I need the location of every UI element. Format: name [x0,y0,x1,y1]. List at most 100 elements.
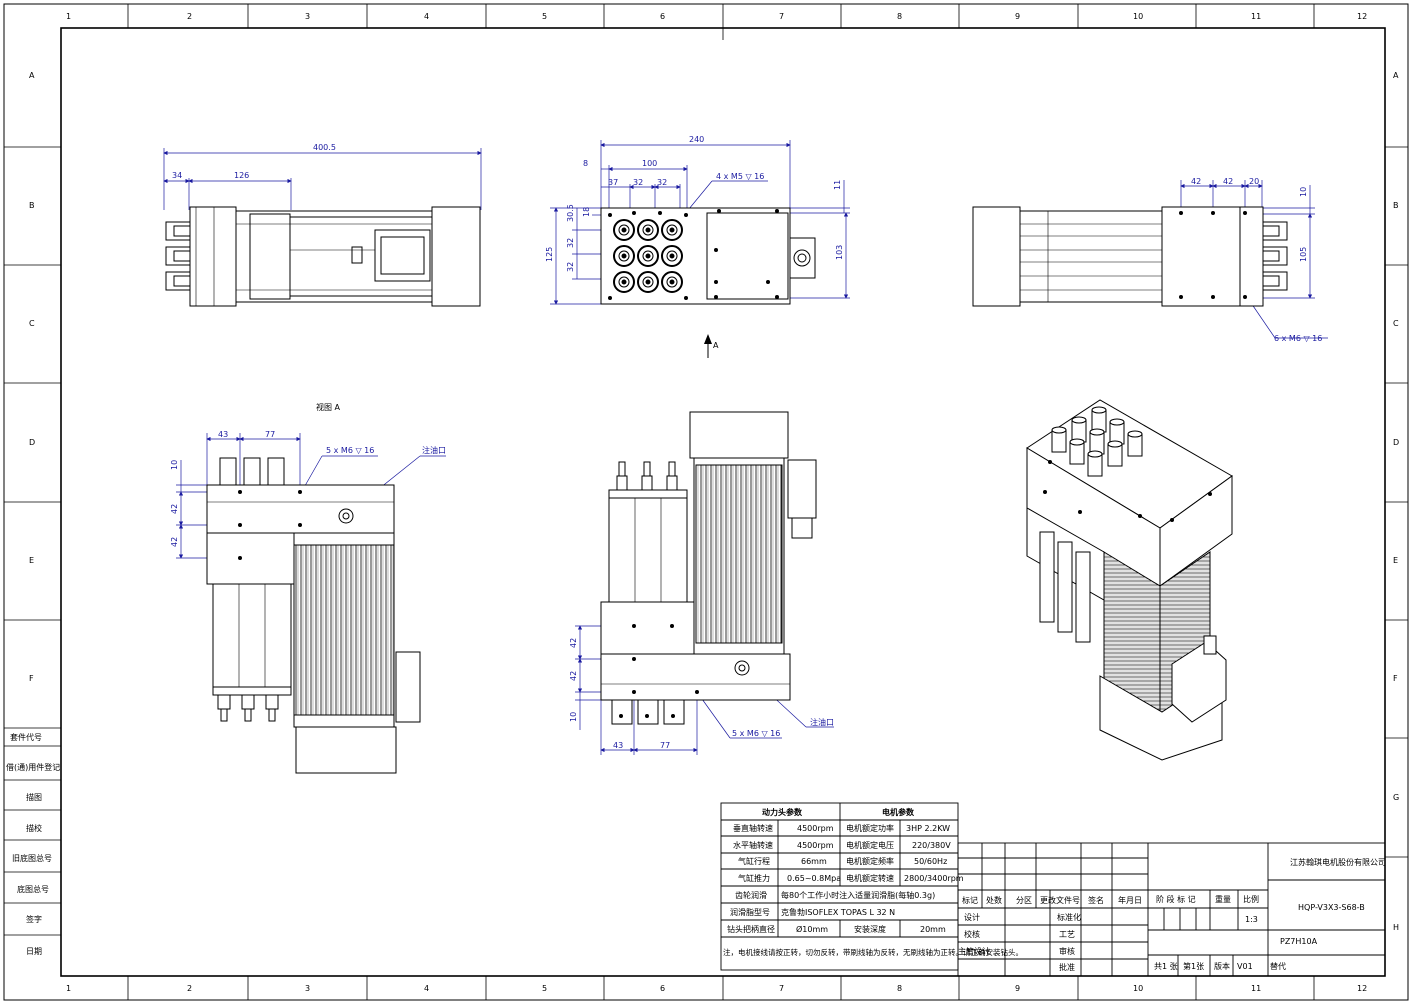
param-cell: 50/60Hz [914,857,947,866]
dim-240: 240 [689,135,704,144]
side-label-date: 日期 [26,947,42,956]
role-review: 审核 [1059,946,1075,956]
dim-400-5: 400.5 [313,143,336,152]
dim-43: 43 [218,430,228,439]
param-cell: 3HP 2.2KW [906,824,950,833]
param-cell: 电机额定转速 [846,873,894,883]
zone-col-7-top: 7 [779,12,784,21]
rev-header: 签名 [1088,895,1104,905]
hole-callout-m6-b: 5 x M6 ▽ 16 [732,729,780,738]
dim-18: 18 [582,207,591,217]
param-cell: 水平轴转速 [733,840,773,850]
param-rows: 垂直轴转速 4500rpm 电机额定功率 3HP 2.2KW 水平轴转速 450… [733,823,964,883]
oil-port-label-b: 注油口 [810,717,834,727]
hole-callout-m5: 4 x M5 ▽ 16 [716,172,764,181]
zone-row-f-left: F [29,674,34,683]
role-check: 校核 [964,929,980,939]
stage-label: 阶 段 标 记 [1156,894,1196,904]
side-label-borrowed: 借(通)用件登记 [6,762,60,772]
zone-col-12-bottom: 12 [1357,984,1367,993]
zone-col-11-top: 11 [1251,12,1261,21]
param-cell: 4500rpm [797,824,834,833]
zone-col-7-bottom: 7 [779,984,784,993]
view-top-center: 240 8 100 37 32 32 4 x M5 ▽ 16 11 30.5 1… [545,135,850,358]
param-cell: 2800/3400rpm [904,874,964,883]
zone-col-11-bottom: 11 [1251,984,1261,993]
zone-col-5-top: 5 [542,12,547,21]
zone-row-a-left: A [29,71,35,80]
param-cell: 气缸行程 [738,856,770,866]
zone-row-e-right: E [1393,556,1398,565]
rev-header: 处数 [986,895,1002,905]
dim-42-d: 42 [170,537,179,547]
param-cell: 垂直轴转速 [733,823,773,833]
param-depth-value: 20mm [920,925,946,934]
zone-col-2-bottom: 2 [187,984,192,993]
dim-34: 34 [172,171,182,180]
param-lube-value: 每80个工作小时注入适量润滑脂(每轴0.3g) [781,890,935,900]
zone-col-6-bottom: 6 [660,984,665,993]
param-motor-title: 电机参数 [882,807,915,817]
replace-label: 替代 [1270,961,1286,971]
view-a-title: 视图 A [316,402,341,412]
dim-43-b: 43 [613,741,623,750]
company-name: 江苏翰琪电机股份有限公司 [1290,857,1386,867]
dim-37: 37 [608,178,618,187]
zone-row-g-right: G [1393,793,1399,802]
dim-10-a: 10 [170,460,179,470]
param-cell: 66mm [801,857,827,866]
drawing-number: HQP-V3X3-S68-B [1298,903,1365,912]
zone-col-10-top: 10 [1133,12,1143,21]
title-block: 江苏翰琪电机股份有限公司 标记 处数 分区 更改文件号 签名 年月日 设计 校核… [957,842,1386,977]
zone-row-e-left: E [29,556,34,565]
param-chuck-value: Ø10mm [796,924,828,934]
view-right-side: 42 42 20 10 105 6 x M6 ▽ 16 [972,177,1328,343]
zone-row-b-left: B [29,201,35,210]
role-process: 工艺 [1059,930,1075,939]
zone-col-8-bottom: 8 [897,984,902,993]
dim-103: 103 [835,245,844,260]
dim-32-c: 32 [566,238,575,248]
role-approve: 批准 [1059,962,1075,972]
param-cell: 0.65~0.8Mpa [787,874,841,883]
dim-100: 100 [642,159,657,168]
zone-col-4-bottom: 4 [424,984,429,993]
rev-header: 分区 [1016,896,1032,905]
zone-row-c-right: C [1393,319,1399,328]
zone-row-b-right: B [1393,201,1399,210]
zone-row-f-right: F [1393,674,1398,683]
dim-42-b: 42 [1223,177,1233,186]
spindle-grid [613,219,683,293]
sheets-total: 共1 张 [1154,962,1178,971]
zone-row-d-right: D [1393,438,1399,447]
version-value: V01 [1237,962,1253,971]
zone-col-1-bottom: 1 [66,984,71,993]
param-cell: 电机额定电压 [846,840,894,850]
param-chuck-label: 钻头把柄直径 [727,924,775,934]
view-arrow-label: A [713,341,719,350]
oil-port-label-a: 注油口 [422,445,446,455]
zone-col-5-bottom: 5 [542,984,547,993]
side-label-trace-check: 描校 [26,823,42,833]
dim-32-a: 32 [633,178,643,187]
hole-callout-m6-a: 5 x M6 ▽ 16 [326,446,374,455]
zone-col-10-bottom: 10 [1133,984,1143,993]
dim-126: 126 [234,171,249,180]
role-chief: 主管设计 [958,946,990,956]
iso-spindles [1051,406,1143,477]
rev-header: 年月日 [1118,895,1142,905]
dim-11: 11 [833,180,842,190]
dim-10-b: 10 [569,712,578,722]
zone-labels: 1 2 3 4 5 6 7 8 9 10 11 12 1 2 3 4 5 6 7… [29,12,1399,993]
dim-105: 105 [1299,247,1308,262]
param-grease-value: 克鲁勃ISOFLEX TOPAS L 32 N [781,907,895,917]
zone-col-6-top: 6 [660,12,665,21]
side-label-base-no: 底图总号 [17,884,49,894]
side-label-trace: 描图 [26,792,42,802]
sheet-number: 第1张 [1183,961,1204,971]
view-a: 视图 A 43 77 5 x M6 ▽ 16 注油口 10 42 42 [170,402,446,774]
param-cell: 电机额定频率 [846,856,894,866]
zone-col-3-bottom: 3 [305,984,310,993]
zone-row-a-right: A [1393,71,1399,80]
